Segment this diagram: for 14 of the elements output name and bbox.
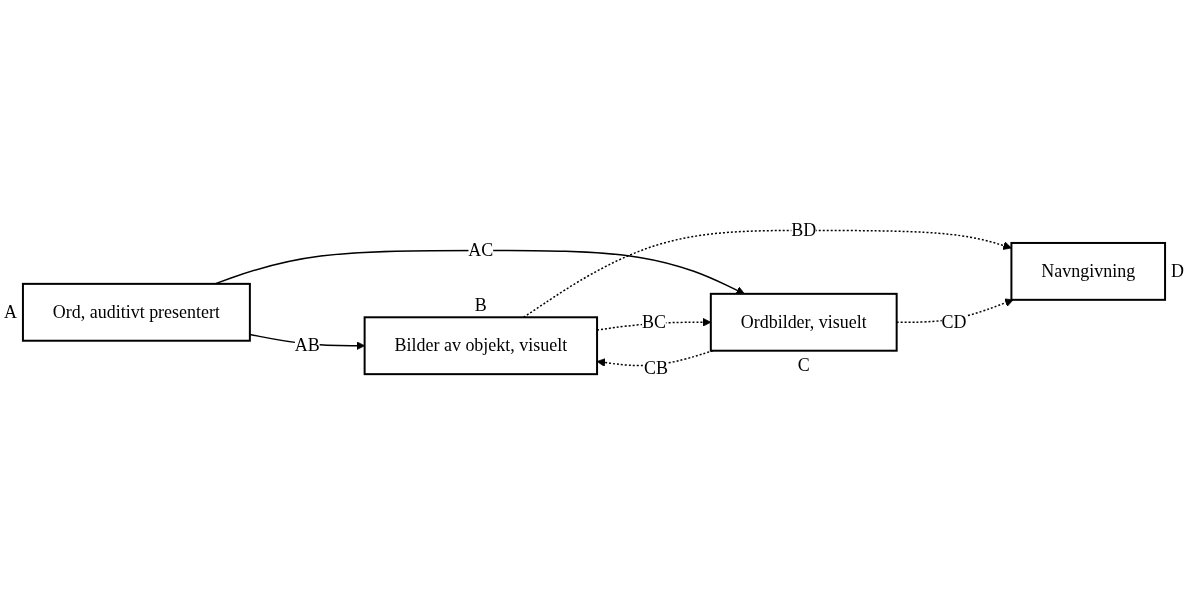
node-box: Ord, auditivt presentert bbox=[21, 282, 251, 342]
edge-label: BC bbox=[641, 311, 666, 332]
edge-label: CB bbox=[644, 358, 669, 378]
node-box: Bilder av objekt, visuelt bbox=[363, 316, 599, 376]
node-letter: D bbox=[1171, 261, 1184, 282]
edge-label: BD bbox=[791, 220, 817, 240]
edge-label: AC bbox=[468, 239, 494, 260]
node-box: Ordbilder, visuelt bbox=[709, 292, 898, 352]
edge-label: CD bbox=[941, 311, 967, 332]
node-letter: B bbox=[474, 295, 487, 316]
node-letter: C bbox=[797, 354, 810, 375]
edge-label: AB bbox=[294, 335, 320, 356]
node-letter: A bbox=[4, 302, 17, 323]
node-box: Navngivning bbox=[1010, 241, 1167, 301]
